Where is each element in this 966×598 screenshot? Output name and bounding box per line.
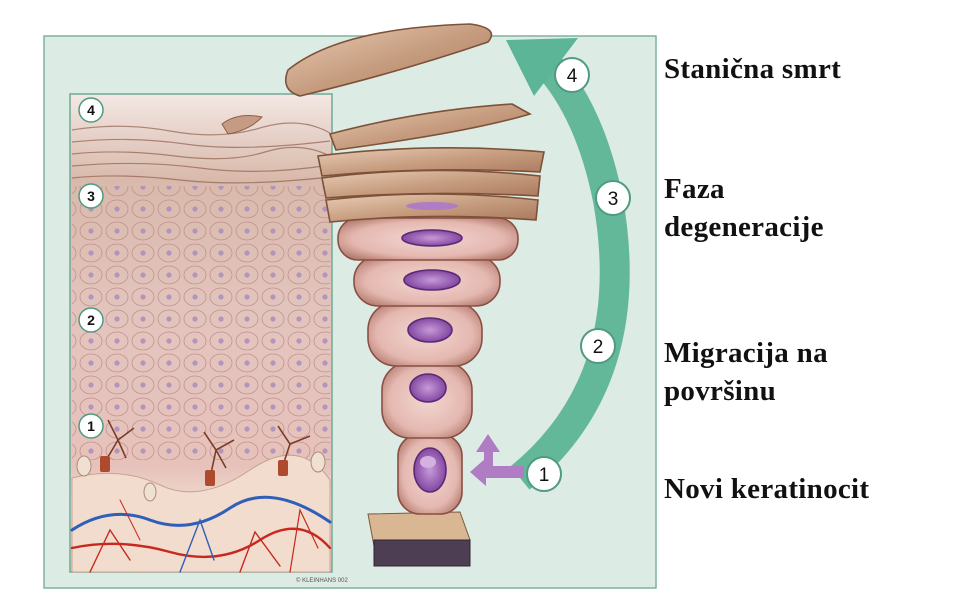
svg-text:1: 1 [539,465,550,486]
stage-2-text-line1: Migracija na [664,334,828,372]
skin-badge-1: 1 [79,414,103,438]
stage-label-3: Faza degeneracije [664,170,824,246]
stage-1-text: Novi keratinocit [664,470,869,508]
stage-3-text-line2: degeneracije [664,208,824,246]
skin-badge-4: 4 [79,98,103,122]
stage-label-4: Stanična smrt [664,50,841,88]
svg-text:3: 3 [608,189,619,210]
arrow-badge-4: 4 [555,58,589,92]
credit-text: © KLEINHANS 002 [296,577,348,584]
svg-text:1: 1 [87,418,95,434]
skin-badge-2: 2 [79,308,103,332]
svg-text:2: 2 [593,337,604,358]
svg-text:4: 4 [567,66,578,87]
stage-4-text: Stanična smrt [664,50,841,88]
arrow-badge-1: 1 [527,457,561,491]
stage-3-text-line1: Faza [664,170,824,208]
stage-2-text-line2: površinu [664,372,828,410]
skin-badge-3: 3 [79,184,103,208]
svg-text:4: 4 [87,102,95,118]
svg-text:3: 3 [87,188,95,204]
stage-label-1: Novi keratinocit [664,470,869,508]
arrow-badge-2: 2 [581,329,615,363]
svg-text:2: 2 [87,312,95,328]
arrow-badge-3: 3 [596,181,630,215]
stage-label-2: Migracija na površinu [664,334,828,410]
skin-cross-section [70,94,332,572]
